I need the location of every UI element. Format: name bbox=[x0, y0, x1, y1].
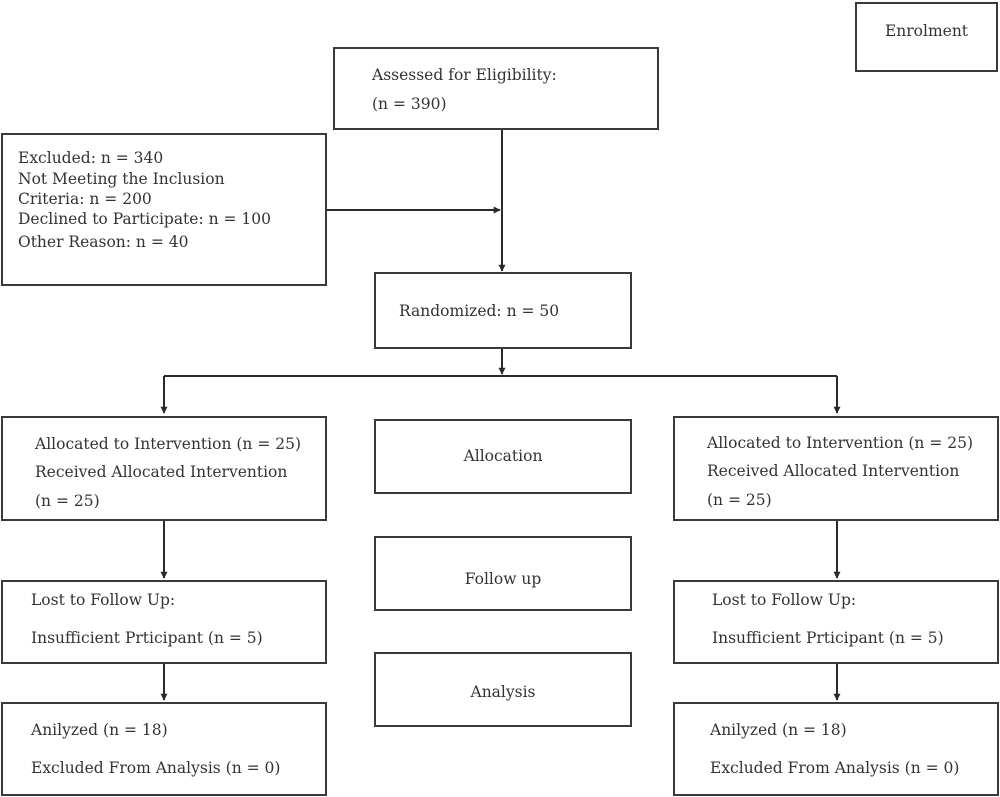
allocation-stage-label: Allocation bbox=[463, 447, 543, 465]
excluded-box: Excluded: n = 340 Not Meeting the Inclus… bbox=[1, 133, 327, 286]
right-allocated-box: Allocated to Intervention (n = 25) Recei… bbox=[673, 416, 999, 521]
analysis-stage-label: Analysis bbox=[470, 683, 536, 701]
excluded-reason-line: Other Reason: n = 40 bbox=[18, 233, 189, 251]
randomized-box: Randomized: n = 50 bbox=[374, 272, 632, 349]
allocated-line: (n = 25) bbox=[35, 492, 100, 510]
analysis-stage-box: Analysis bbox=[374, 652, 632, 727]
assessed-title: Assessed for Eligibility: bbox=[372, 66, 557, 84]
follow-up-stage-label: Follow up bbox=[464, 570, 542, 588]
allocated-line: Received Allocated Intervention bbox=[707, 462, 960, 480]
left-lost-box: Lost to Follow Up: Insufficient Prticipa… bbox=[1, 580, 327, 664]
assessed-eligibility-box: Assessed for Eligibility: (n = 390) bbox=[333, 47, 659, 130]
lost-line: Lost to Follow Up: bbox=[31, 591, 176, 609]
right-analyzed-box: Anilyzed (n = 18) Excluded From Analysis… bbox=[673, 702, 999, 796]
allocated-line: (n = 25) bbox=[707, 491, 772, 509]
excluded-total: Excluded: n = 340 bbox=[18, 149, 164, 167]
follow-up-stage-box: Follow up bbox=[374, 536, 632, 611]
assessed-count: (n = 390) bbox=[372, 95, 447, 113]
allocation-stage-box: Allocation bbox=[374, 419, 632, 494]
analyzed-line: Anilyzed (n = 18) bbox=[31, 721, 168, 739]
left-analyzed-box: Anilyzed (n = 18) Excluded From Analysis… bbox=[1, 702, 327, 796]
randomized-label: Randomized: n = 50 bbox=[399, 302, 560, 320]
enrolment-stage-box: Enrolment bbox=[855, 2, 998, 72]
enrolment-stage-label: Enrolment bbox=[884, 22, 969, 40]
lost-line: Insufficient Prticipant (n = 5) bbox=[712, 629, 944, 647]
analyzed-line: Excluded From Analysis (n = 0) bbox=[710, 759, 960, 777]
allocated-line: Allocated to Intervention (n = 25) bbox=[35, 435, 301, 453]
excluded-reason-line: Criteria: n = 200 bbox=[18, 190, 152, 208]
lost-line: Insufficient Prticipant (n = 5) bbox=[31, 629, 263, 647]
excluded-reason-line: Not Meeting the Inclusion bbox=[18, 170, 225, 188]
allocated-line: Received Allocated Intervention bbox=[35, 463, 288, 481]
analyzed-line: Anilyzed (n = 18) bbox=[710, 721, 847, 739]
left-allocated-box: Allocated to Intervention (n = 25) Recei… bbox=[1, 416, 327, 521]
analyzed-line: Excluded From Analysis (n = 0) bbox=[31, 759, 281, 777]
lost-line: Lost to Follow Up: bbox=[712, 591, 857, 609]
allocated-line: Allocated to Intervention (n = 25) bbox=[707, 434, 973, 452]
excluded-reason-line: Declined to Participate: n = 100 bbox=[18, 210, 272, 228]
right-lost-box: Lost to Follow Up: Insufficient Prticipa… bbox=[673, 580, 999, 664]
